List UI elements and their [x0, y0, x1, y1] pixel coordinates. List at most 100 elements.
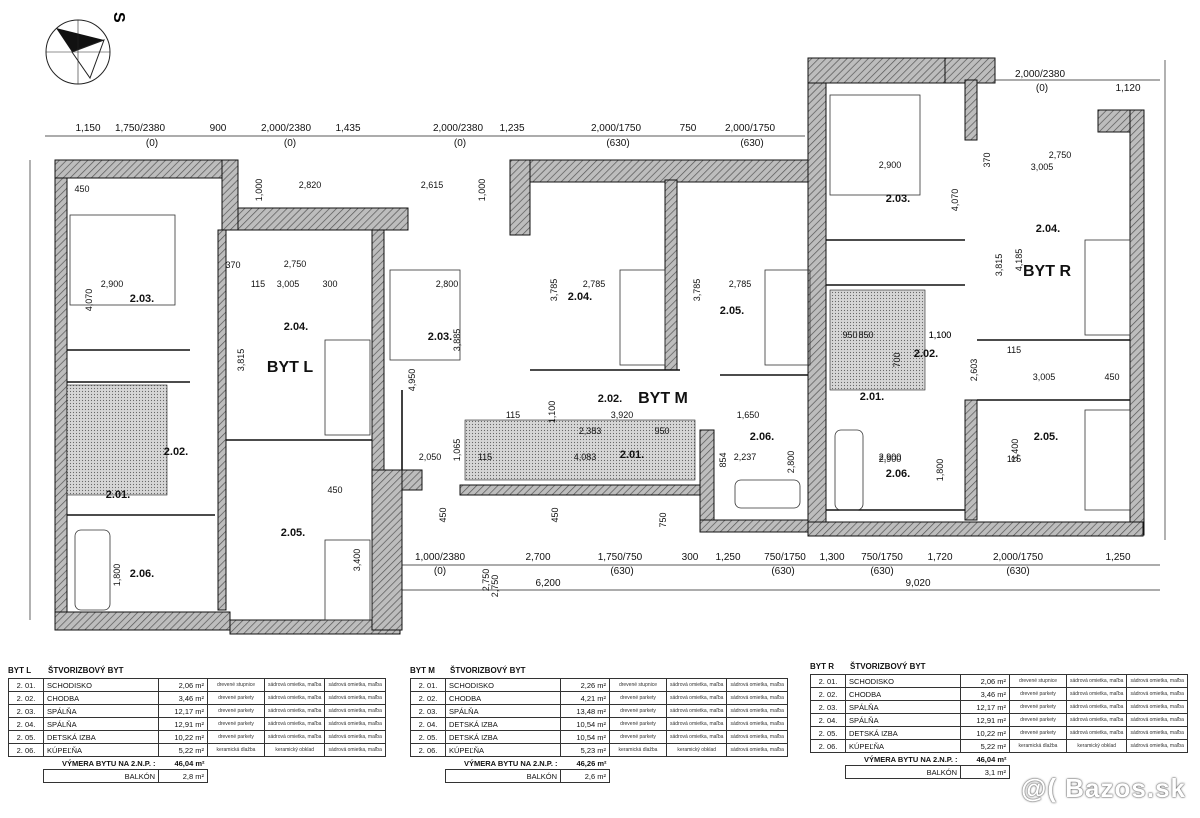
table-cell-m1: drevené parkety	[207, 717, 265, 731]
bottom-dimension: 1,250	[1105, 552, 1130, 563]
table-cell-m2: sádrová omietka, maľba	[1065, 687, 1128, 701]
inner-dimension: 4,070	[84, 289, 94, 312]
apartment-label: BYT L	[267, 359, 313, 376]
table-cell-m2: sádrová omietka, maľba	[263, 678, 326, 692]
table-cell-m2: sádrová omietka, maľba	[665, 717, 728, 731]
inner-dimension: 2,615	[421, 180, 444, 190]
table-cell-name: SPÁLŇA	[845, 700, 961, 714]
inner-dimension: 2,785	[729, 279, 752, 289]
room-number: 2.04.	[284, 321, 308, 333]
inner-dimension: 370	[225, 260, 240, 270]
room-number: 2.01.	[860, 391, 884, 403]
table-cell-area: 5,23 m²	[560, 743, 610, 757]
table-cell-num: 2. 01.	[410, 678, 446, 692]
sum-value: 46,04 m²	[976, 754, 1007, 764]
inner-dimension: 115	[478, 452, 492, 462]
table-cell-area: 5,22 m²	[960, 739, 1010, 753]
room-number: 2.03.	[428, 331, 452, 343]
table-cell-m3: sádrová omietka, maľba	[1126, 674, 1188, 688]
table-cell-name: CHODBA	[845, 687, 961, 701]
table-cell-area: 10,22 m²	[158, 730, 208, 744]
inner-dimension: 3,815	[236, 349, 246, 372]
table-cell-m2: sádrová omietka, maľba	[263, 704, 326, 718]
table-cell-m2: keramický obklad	[665, 743, 728, 757]
table-cell-m3: sádrová omietka, maľba	[324, 717, 386, 731]
balcony-label: BALKÓN	[845, 765, 961, 779]
table-cell-area: 2,06 m²	[960, 674, 1010, 688]
inner-dimension: 950	[842, 330, 857, 340]
table-cell-num: 2. 02.	[8, 691, 44, 705]
table-cell-name: SPÁLŇA	[445, 704, 561, 718]
inner-dimension: 2,900	[879, 452, 902, 462]
top-dimension: (630)	[606, 138, 629, 149]
bottom-dimension: 1,300	[819, 552, 844, 563]
table-cell-m1: drevené parkety	[609, 704, 667, 718]
table-cell-name: KÚPEĽŇA	[43, 743, 159, 757]
inner-dimension: 950	[654, 426, 669, 436]
inner-dimension: 3,400	[1010, 439, 1020, 462]
bottom-dimension: (630)	[870, 566, 893, 577]
inner-dimension: 2,800	[786, 451, 796, 474]
table-title: ŠTVORIZBOVÝ BYT	[48, 666, 124, 675]
inner-dimension: 450	[74, 184, 89, 194]
top-dimension: (0)	[284, 138, 296, 149]
inner-dimension: 1,800	[935, 459, 945, 482]
inner-dimension: 2,750	[490, 575, 500, 598]
top-dimension: (0)	[146, 138, 158, 149]
compass-letter: S	[110, 12, 127, 23]
table-cell-m1: drevené parkety	[207, 704, 265, 718]
table-sum-row: VÝMERA BYTU NA 2.N.P. :46,04 m²	[811, 753, 1188, 766]
balcony-label: BALKÓN	[43, 769, 159, 783]
table-title: ŠTVORIZBOVÝ BYT	[450, 666, 526, 675]
room-labels: 2.03.2.04.2.02.2.01.2.06.2.05.2.03.2.04.…	[106, 193, 1060, 580]
table-cell-area: 12,17 m²	[960, 700, 1010, 714]
bottom-dimension: (0)	[434, 566, 446, 577]
top-dimension: 2,000/1750	[591, 123, 641, 134]
sum-label: VÝMERA BYTU NA 2.N.P. :	[62, 758, 156, 768]
inner-dimension: 3,005	[1031, 162, 1054, 172]
bottom-dimension: 2,700	[525, 552, 550, 563]
inner-dimension: 2,750	[481, 569, 491, 592]
inner-dimension: 115	[1007, 454, 1021, 464]
inner-dimension: 1,000	[477, 179, 487, 202]
sum-value: 46,04 m²	[174, 758, 205, 768]
inner-dimension: 850	[858, 330, 873, 340]
table-cell-name: DETSKÁ IZBA	[445, 730, 561, 744]
table-cell-num: 2. 06.	[8, 743, 44, 757]
room-number: 2.03.	[886, 193, 910, 205]
top-right-dimension: 2,000/2380	[1015, 69, 1065, 80]
dimension-lines	[29, 60, 1166, 620]
table-cell-name: SPÁLŇA	[43, 717, 159, 731]
table-cell-m1: drevené stupnice	[1009, 674, 1067, 688]
table-cell-num: 2. 05.	[810, 726, 846, 740]
table-cell-num: 2. 06.	[810, 739, 846, 753]
room-number: 2.01.	[620, 449, 644, 461]
table-cell-m3: sádrová omietka, maľba	[726, 743, 788, 757]
table-cell-m2: sádrová omietka, maľba	[1065, 713, 1128, 727]
interior-walls	[67, 239, 1130, 516]
inner-dimension: 3,815	[994, 254, 1004, 277]
table-cell-m1: keramická dlažba	[609, 743, 667, 757]
inner-dimension: 2,785	[583, 279, 606, 289]
table-cell-num: 2. 02.	[810, 687, 846, 701]
inner-dimension: 3,785	[549, 279, 559, 302]
inner-dimension: 3,920	[611, 410, 634, 420]
table-cell-m2: sádrová omietka, maľba	[665, 678, 728, 692]
top-dimension: 2,000/2380	[433, 123, 483, 134]
table-cell-name: DETSKÁ IZBA	[845, 726, 961, 740]
